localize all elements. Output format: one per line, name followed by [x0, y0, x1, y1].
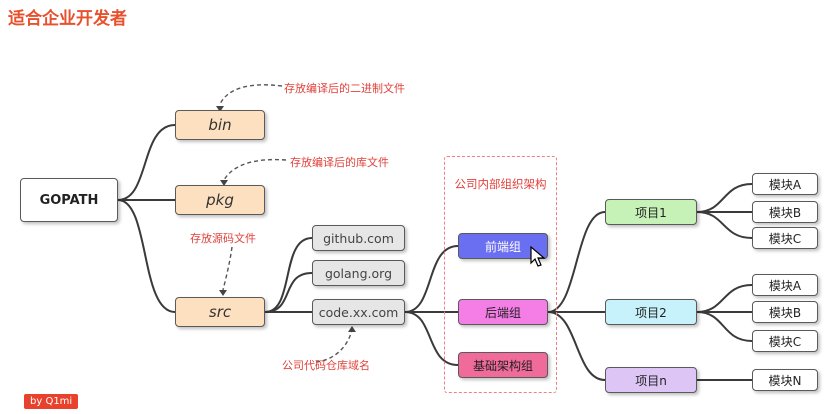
page-title: 适合企业开发者: [8, 9, 127, 29]
module-c-node: 模块C: [752, 227, 818, 249]
bin-annotation: 存放编译后的二进制文件: [284, 82, 405, 95]
gopath-node: GOPATH: [20, 178, 118, 222]
repo-github-node: github.com: [312, 225, 405, 251]
pkg-node: pkg: [175, 185, 265, 215]
module-n-node: 模块N: [752, 369, 818, 391]
org-structure-label: 公司内部组织架构: [454, 177, 547, 191]
project-n-node: 项目n: [605, 367, 697, 393]
module-c-node: 模块C: [752, 330, 818, 352]
project-1-node: 项目1: [605, 199, 697, 225]
bin-node: bin: [175, 110, 265, 140]
backend-group-node: 后端组: [458, 299, 548, 325]
project-2-node: 项目2: [605, 299, 697, 325]
author-badge: by Q1mi: [24, 394, 79, 409]
mouse-cursor-icon: [530, 246, 546, 267]
src-annotation: 存放源码文件: [190, 232, 256, 245]
module-b-node: 模块B: [752, 301, 818, 323]
org-structure-frame: [444, 156, 557, 393]
module-a-node: 模块A: [752, 274, 818, 296]
repo-golang-node: golang.org: [312, 260, 405, 286]
repo-code-node: code.xx.com: [312, 299, 405, 325]
module-a-node: 模块A: [752, 173, 818, 195]
module-b-node: 模块B: [752, 201, 818, 223]
src-node: src: [175, 297, 265, 327]
pkg-annotation: 存放编译后的库文件: [290, 156, 389, 169]
domain-annotation: 公司代码仓库域名: [282, 359, 370, 372]
infra-group-node: 基础架构组: [458, 352, 548, 378]
